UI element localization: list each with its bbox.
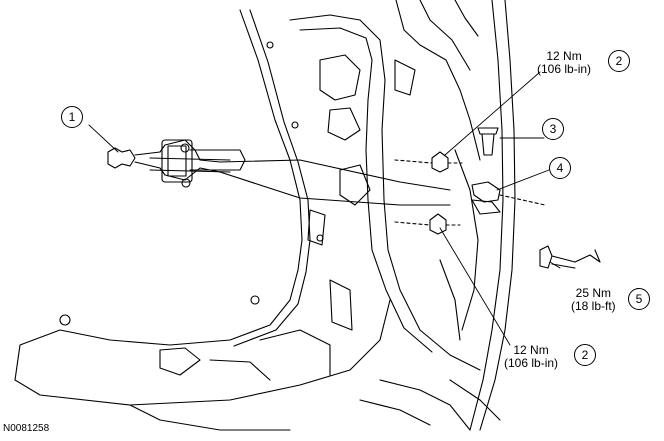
door-inner-panel: [14, 0, 481, 431]
mounting-nuts: [394, 151, 463, 235]
torque-label-mid: 25 Nm (18 lb-ft): [571, 287, 616, 313]
callout-5: 5: [628, 288, 650, 310]
figure-id: N0081258: [3, 423, 50, 434]
torque-mid-metric: 25 Nm: [575, 286, 612, 300]
callout-3: 3: [542, 118, 564, 140]
callout-2-top: 2: [608, 50, 630, 72]
torque-bottom-imperial: (106 lb-in): [504, 356, 559, 370]
torque-top-metric: 12 Nm: [546, 49, 582, 63]
torque-mid-imperial: (18 lb-ft): [571, 299, 616, 313]
hinge-pin: [477, 127, 499, 156]
torque-bottom-metric: 12 Nm: [513, 343, 549, 357]
torque-label-top: 12 Nm (106 lb-in): [537, 50, 591, 76]
door-edge-flange: [439, 0, 516, 431]
door-check-arm: [107, 139, 451, 206]
callout-4: 4: [549, 157, 571, 179]
torque-label-bottom: 12 Nm (106 lb-in): [504, 344, 558, 370]
leader-lines: [88, 71, 561, 346]
torque-top-imperial: (106 lb-in): [537, 62, 592, 76]
callout-2-bottom: 2: [574, 344, 596, 366]
check-arm-bolt: [539, 245, 601, 269]
callout-1: 1: [61, 106, 83, 128]
check-arm-bracket: [471, 181, 546, 215]
